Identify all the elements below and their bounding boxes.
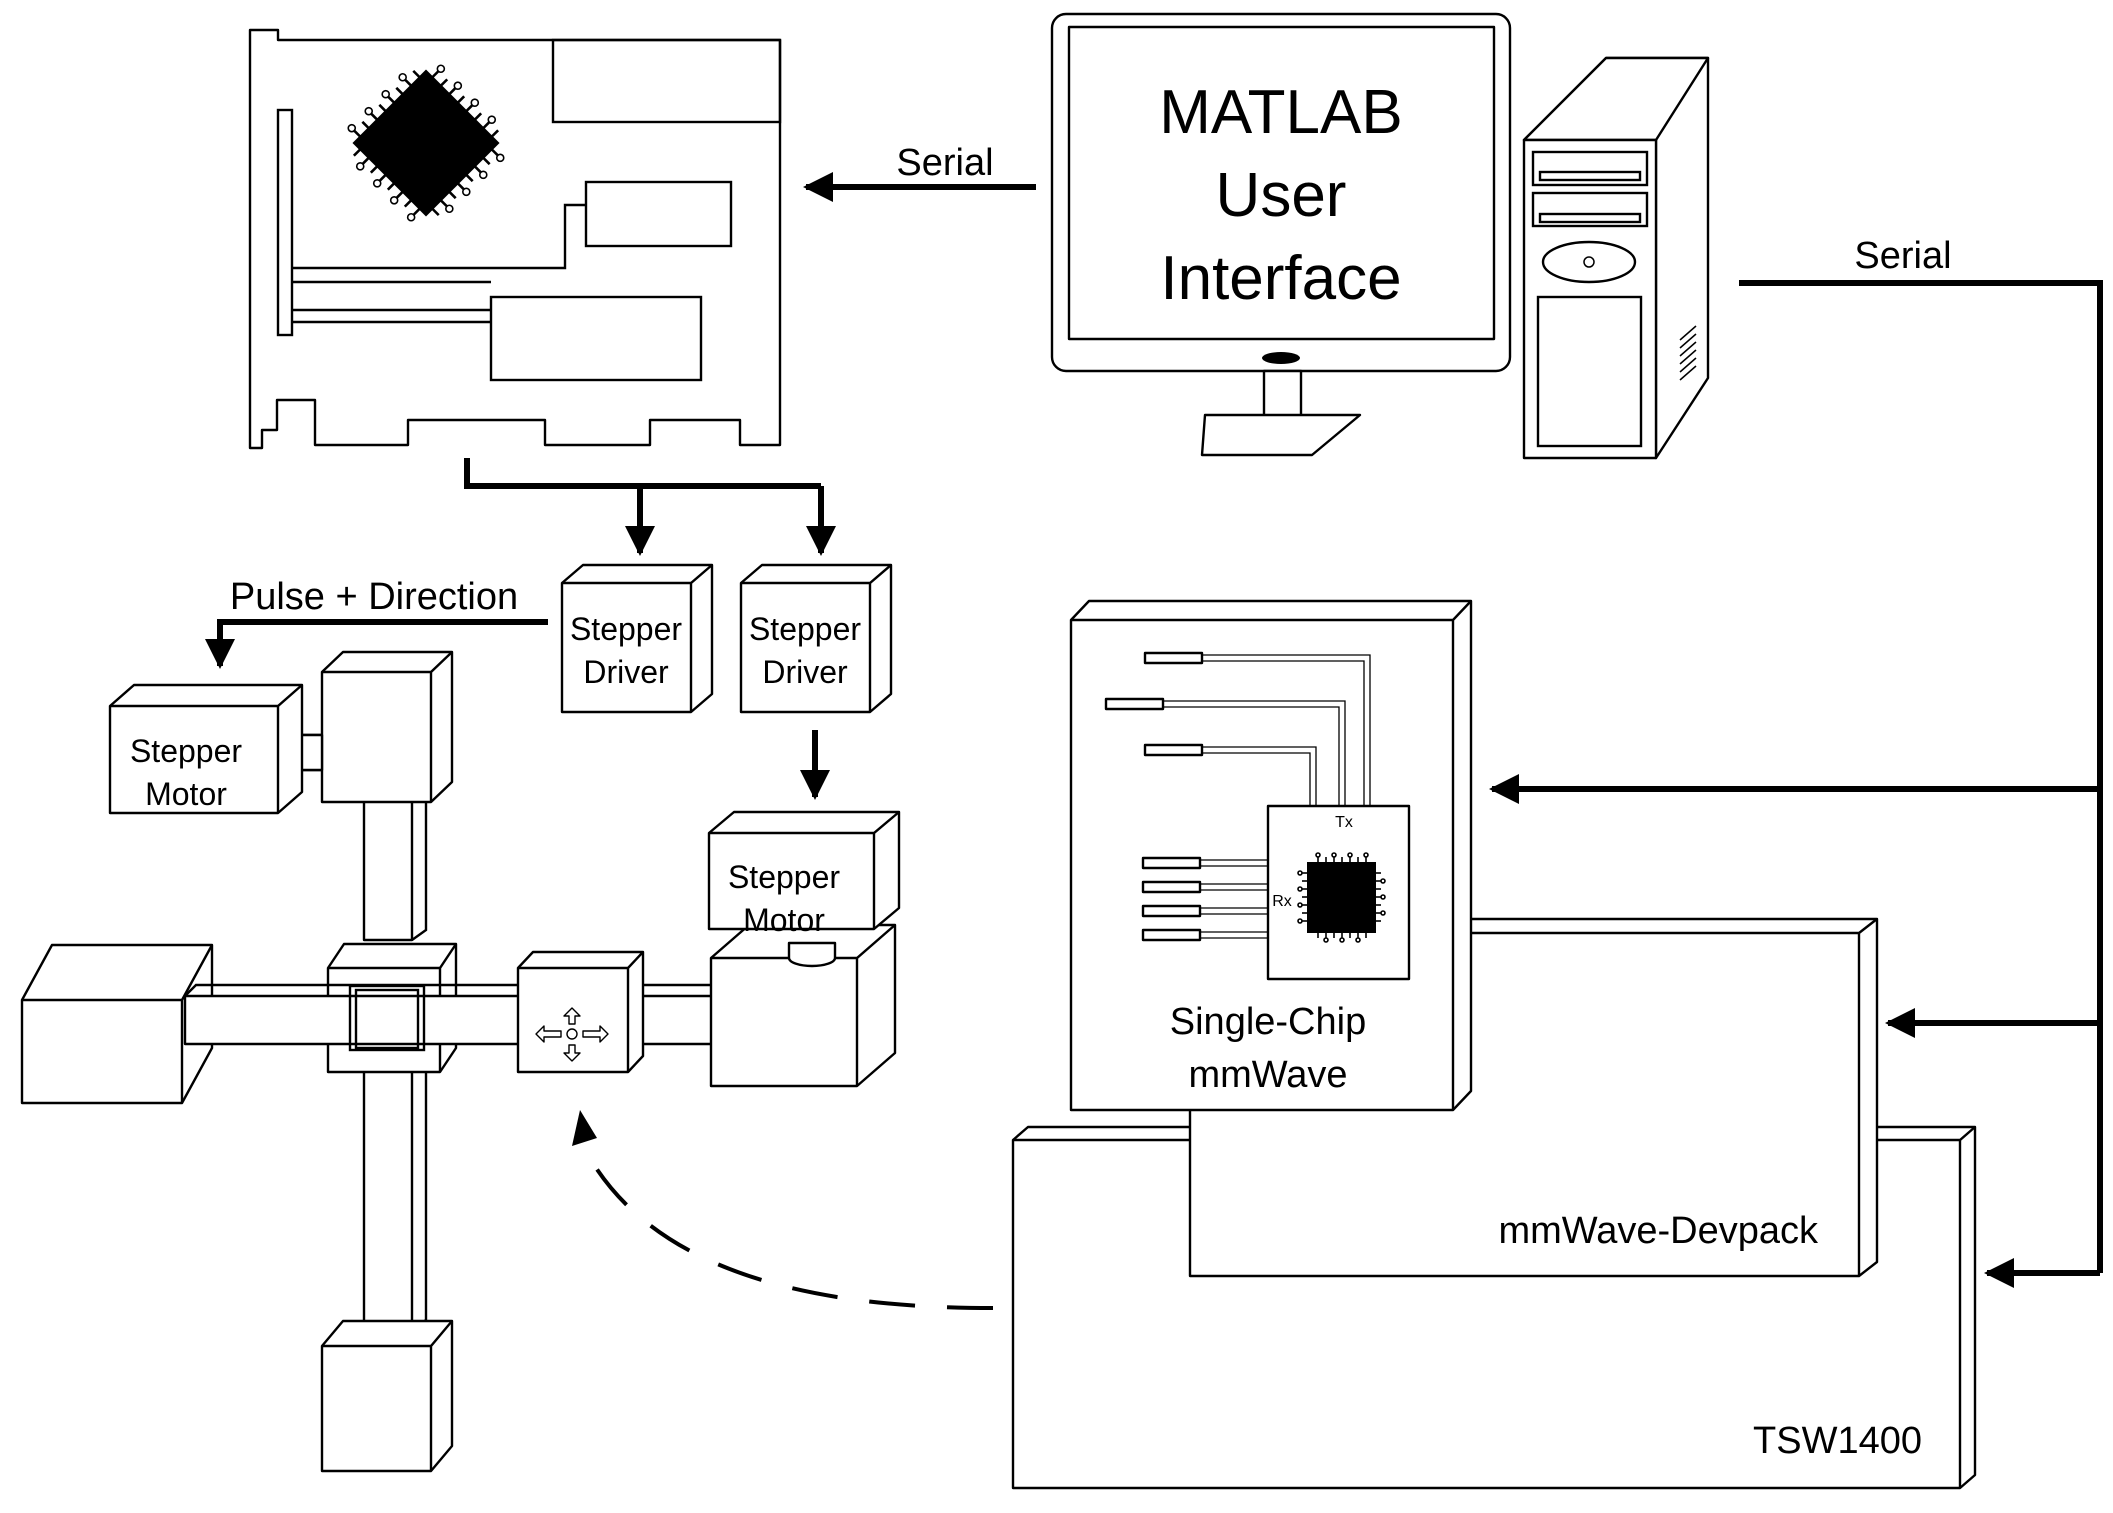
- pulse-direction-arrow: [205, 619, 548, 669]
- stepper-driver-2-line2: Driver: [762, 654, 848, 690]
- single-chip-title-line1: Single-Chip: [1170, 1001, 1366, 1043]
- stepper-motor-1-line1: Stepper: [130, 733, 242, 769]
- stepper-motor-1-line2: Motor: [145, 776, 227, 812]
- stepper-motor-2: Stepper Motor: [707, 810, 901, 1088]
- stepper-motor-1: Stepper Motor: [108, 683, 324, 815]
- rx-label: Rx: [1272, 893, 1292, 910]
- stepper-driver-2: Stepper Driver: [739, 563, 893, 714]
- monitor-line3: Interface: [1160, 244, 1401, 313]
- connections: Serial Serial Pulse + Direction: [205, 142, 2103, 1310]
- pc-tower: [1522, 56, 1710, 460]
- monitor: MATLAB User Interface: [1050, 12, 1512, 457]
- stepper-motor-2-line2: Motor: [743, 902, 825, 938]
- board-to-drivers-bus: [464, 458, 821, 489]
- stepper-driver-1-line2: Driver: [583, 654, 669, 690]
- tx-label: Tx: [1335, 814, 1353, 831]
- microcontroller-board: [248, 28, 782, 450]
- stepper-driver-1-line1: Stepper: [570, 611, 682, 647]
- serial-to-radar-label: Serial: [1854, 235, 1951, 277]
- monitor-line2: User: [1216, 161, 1347, 230]
- tsw1400-label: TSW1400: [1753, 1420, 1922, 1462]
- stepper-driver-2-line1: Stepper: [749, 611, 861, 647]
- pulse-direction-label: Pulse + Direction: [230, 576, 518, 618]
- single-chip-title-line2: mmWave: [1188, 1054, 1347, 1096]
- radar-chip-icon: [1297, 852, 1386, 943]
- monitor-line1: MATLAB: [1159, 78, 1402, 147]
- serial-to-board-label: Serial: [896, 142, 993, 184]
- stepper-driver-1: Stepper Driver: [560, 563, 714, 714]
- xy-scanner: [20, 650, 715, 1473]
- stepper-motor-2-line1: Stepper: [728, 859, 840, 895]
- single-chip-mmwave-board: Tx Rx Single-Chip mmWave: [1069, 599, 1473, 1112]
- serial-bus-line: [1739, 280, 2103, 1273]
- radar-to-scanner-dashed-arrow: [586, 1154, 994, 1310]
- mmwave-devpack-label: mmWave-Devpack: [1498, 1210, 1819, 1252]
- four-way-arrows-icon: [535, 1007, 609, 1062]
